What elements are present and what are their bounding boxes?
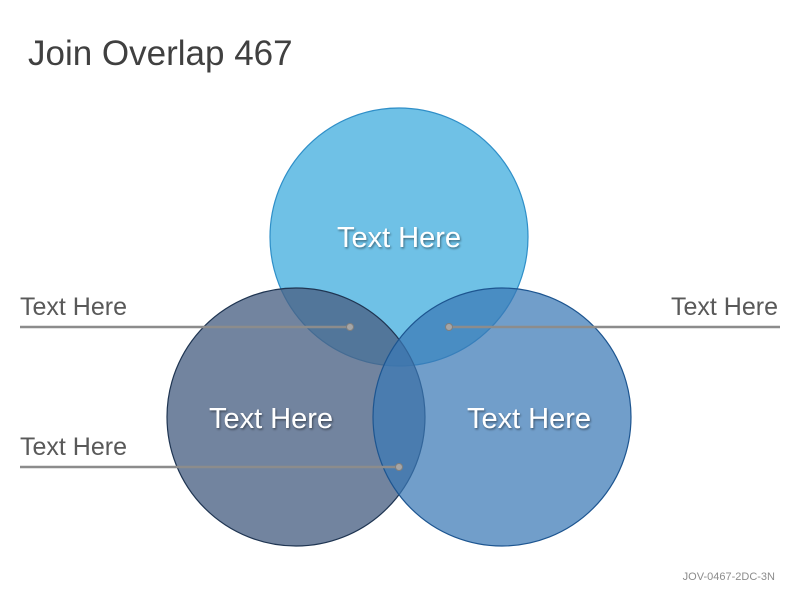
callout-left-top-dot <box>346 323 354 331</box>
page-title: Join Overlap 467 <box>28 34 293 73</box>
callout-left-bottom-dot <box>395 463 403 471</box>
circle-right[interactable] <box>372 287 632 547</box>
circle-right-label: Text Here <box>467 403 591 435</box>
circle-left-label: Text Here <box>209 403 333 435</box>
callout-left-bottom: Text Here <box>20 433 403 471</box>
callout-left-top: Text Here <box>20 293 354 331</box>
footer-code: JOV-0467-2DC-3N <box>682 571 775 583</box>
callout-right: Text Here <box>445 293 780 331</box>
callout-left-bottom-label: Text Here <box>20 433 127 461</box>
callout-right-dot <box>445 323 453 331</box>
circle-top-label: Text Here <box>337 222 461 254</box>
callout-right-label: Text Here <box>671 293 778 321</box>
callout-left-top-label: Text Here <box>20 293 127 321</box>
